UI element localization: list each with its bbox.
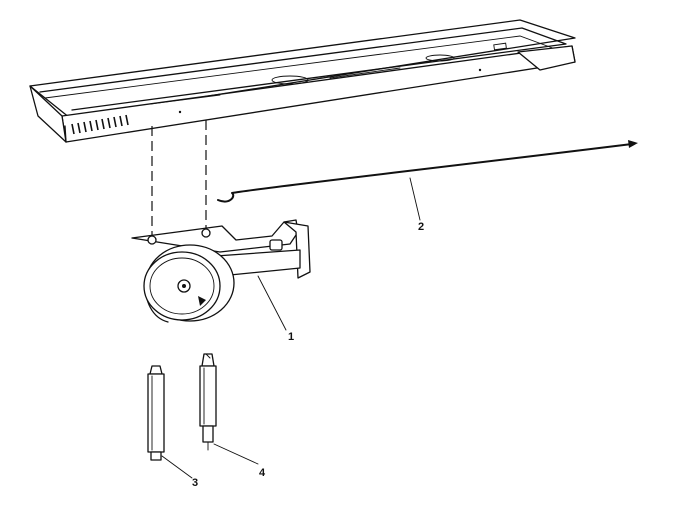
gear-rack	[71, 114, 129, 135]
callout-3: 3	[192, 477, 198, 489]
callout-2: 2	[418, 221, 424, 233]
part-2-wire	[217, 140, 638, 221]
callout-4: 4	[259, 467, 266, 479]
callout-1: 1	[288, 331, 294, 343]
rail-assembly	[29, 19, 576, 143]
part-4-standoff	[199, 353, 259, 465]
leader-part-1	[257, 275, 287, 331]
part-3-standoff	[147, 365, 193, 479]
part-1-motor	[131, 219, 311, 323]
